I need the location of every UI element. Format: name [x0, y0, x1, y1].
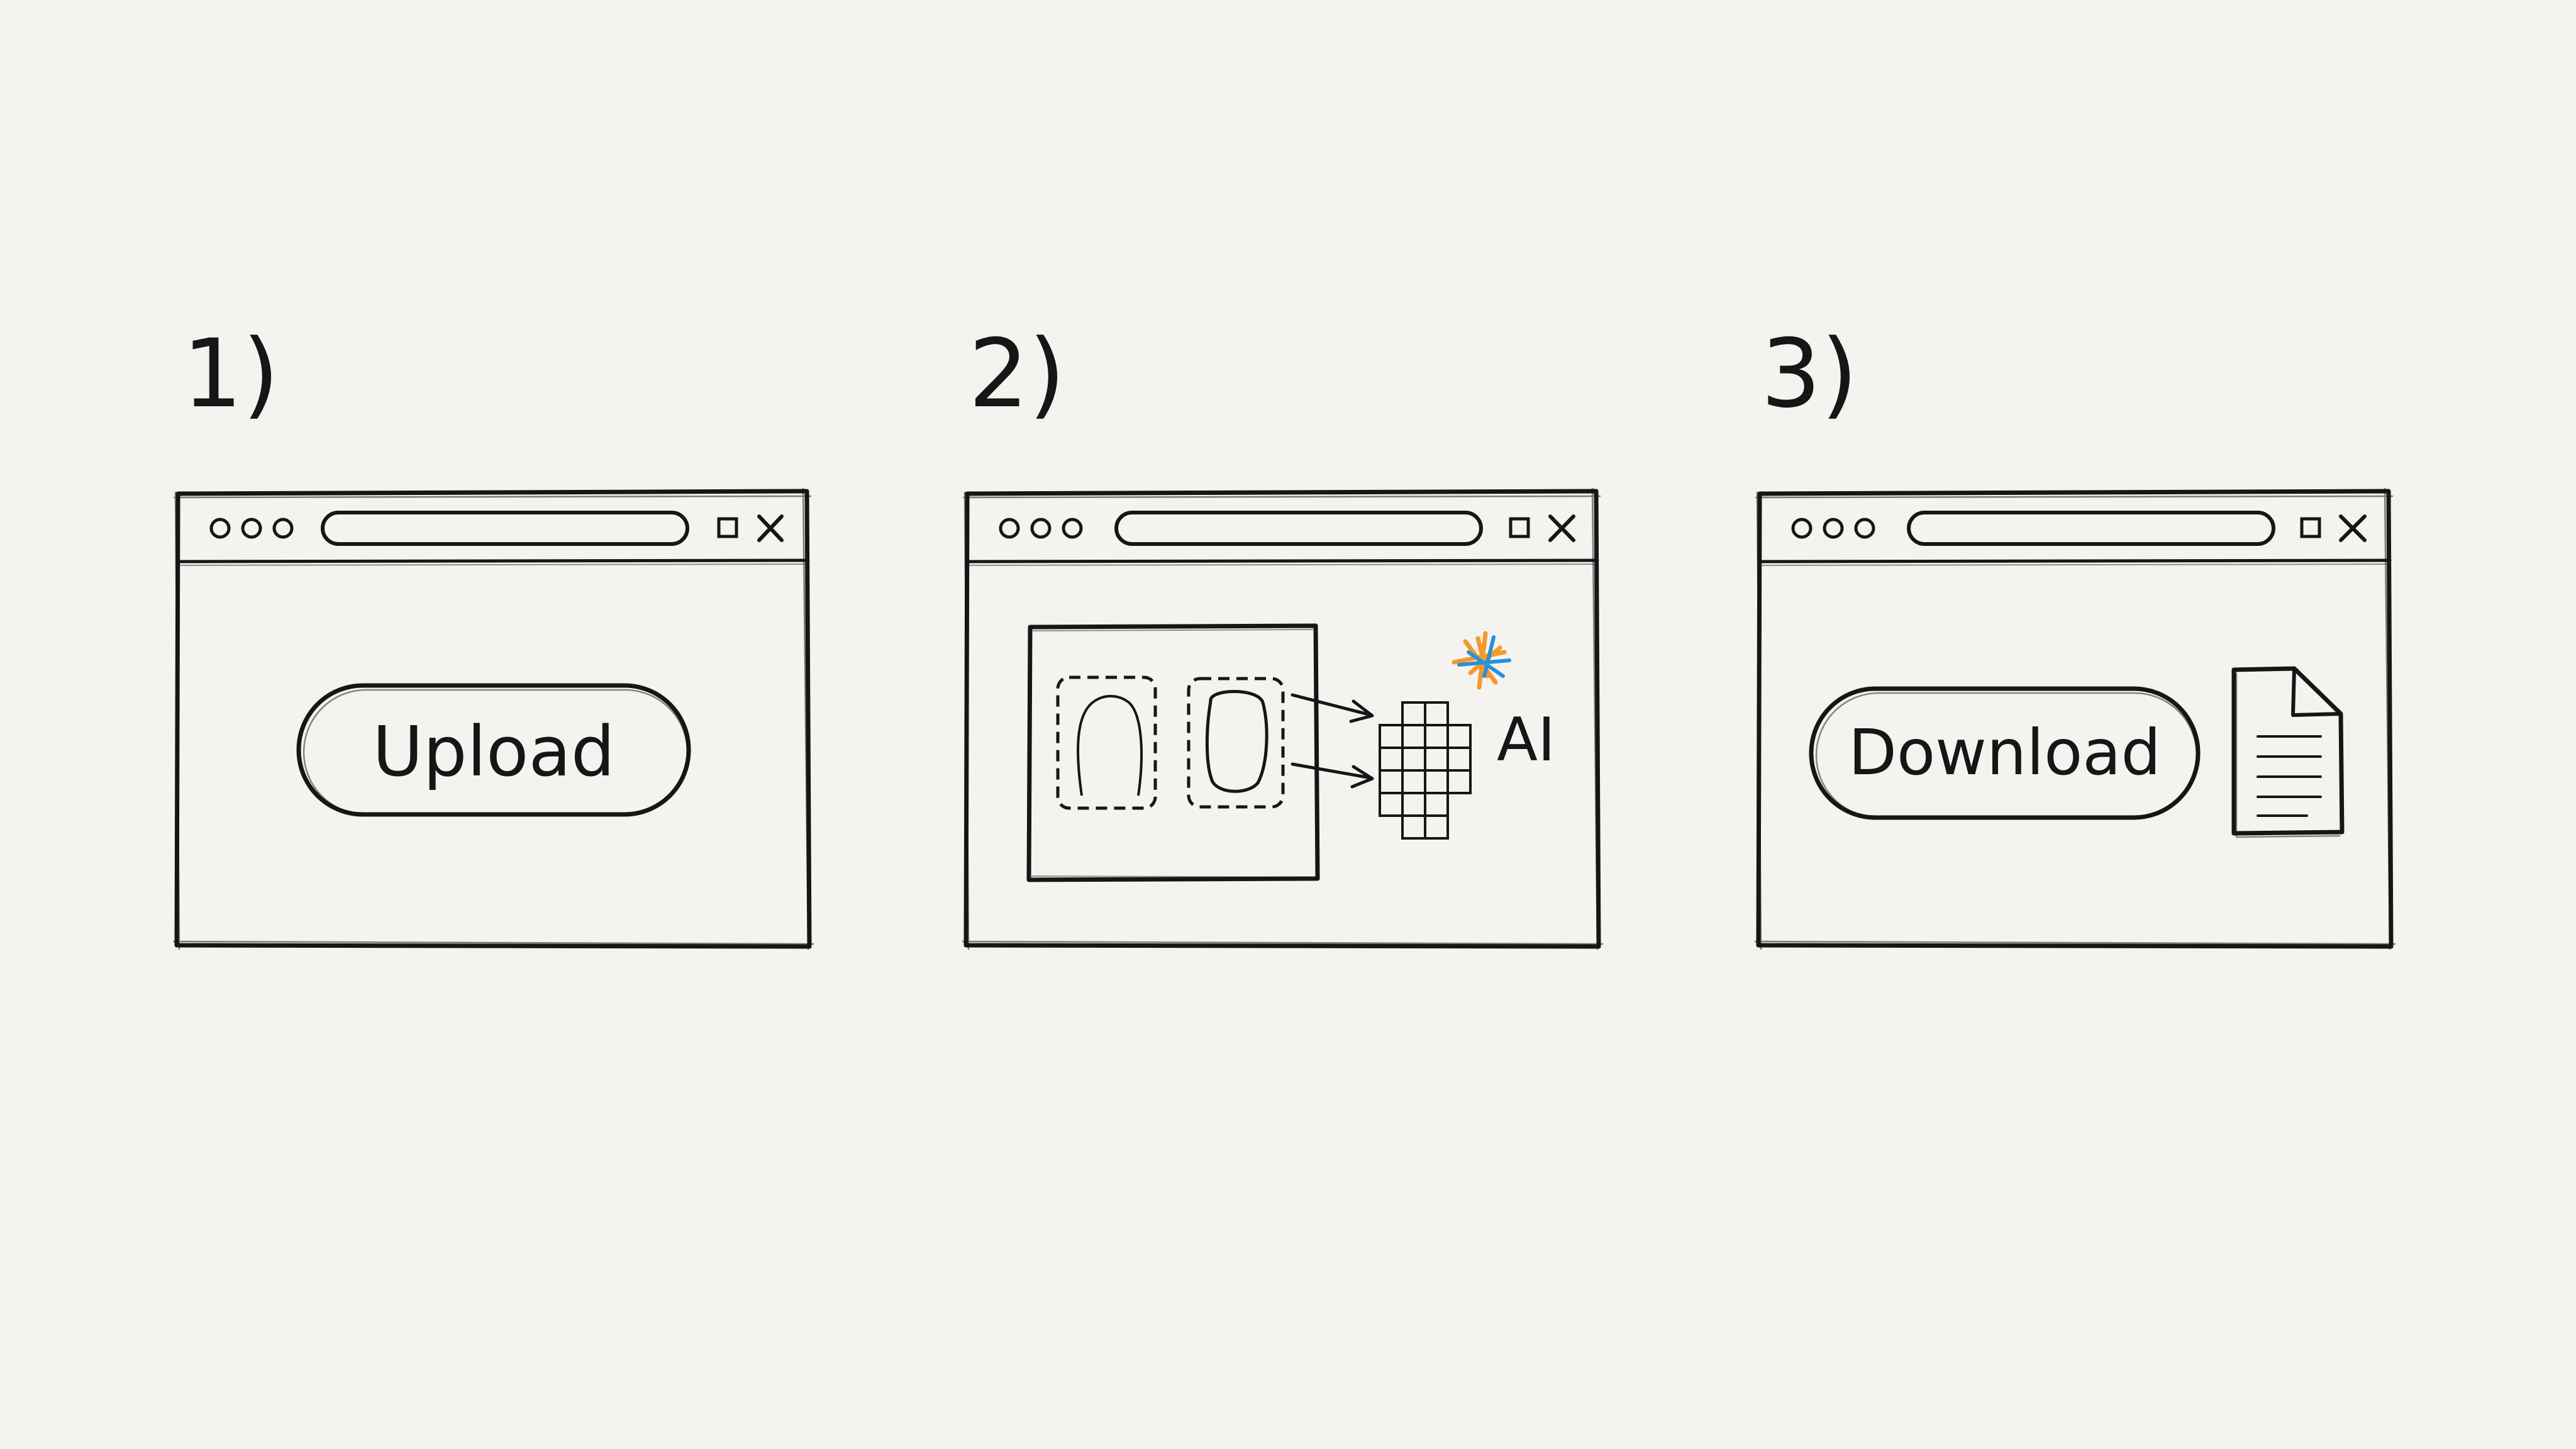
browser-dots-icon [1791, 518, 1875, 539]
grid-icon [1379, 701, 1472, 840]
step-3-window-frame [1755, 487, 2396, 950]
step-1-window-frame [173, 487, 814, 950]
face-detection-box-1 [1056, 675, 1157, 810]
maximize-icon [717, 517, 738, 538]
sparkle-icon [1452, 631, 1511, 690]
address-bar [1114, 511, 1483, 546]
address-bar [321, 511, 689, 546]
close-icon [1548, 514, 1575, 542]
step-2-window-frame [962, 487, 1604, 950]
close-icon [757, 514, 784, 542]
upload-button[interactable]: Upload [372, 711, 615, 792]
image-frame [1026, 623, 1320, 882]
face-detection-box-2 [1187, 677, 1285, 809]
browser-dots-icon [999, 518, 1083, 539]
document-icon [2231, 666, 2345, 838]
step-2-window: AI [962, 487, 1604, 950]
step-1-window: Upload [173, 487, 814, 950]
browser-dots-icon [209, 518, 294, 539]
close-icon [2339, 514, 2367, 542]
address-bar [1907, 511, 2275, 546]
download-button[interactable]: Download [1848, 716, 2162, 789]
ai-label: AI [1497, 706, 1556, 775]
maximize-icon [1509, 517, 1530, 538]
step-3-window: Download [1755, 487, 2396, 950]
step-1-number: 1) [182, 319, 279, 429]
maximize-icon [2300, 517, 2321, 538]
step-2-number: 2) [969, 319, 1065, 429]
step-3-number: 3) [1761, 319, 1858, 429]
arrow-icon [1291, 693, 1374, 789]
